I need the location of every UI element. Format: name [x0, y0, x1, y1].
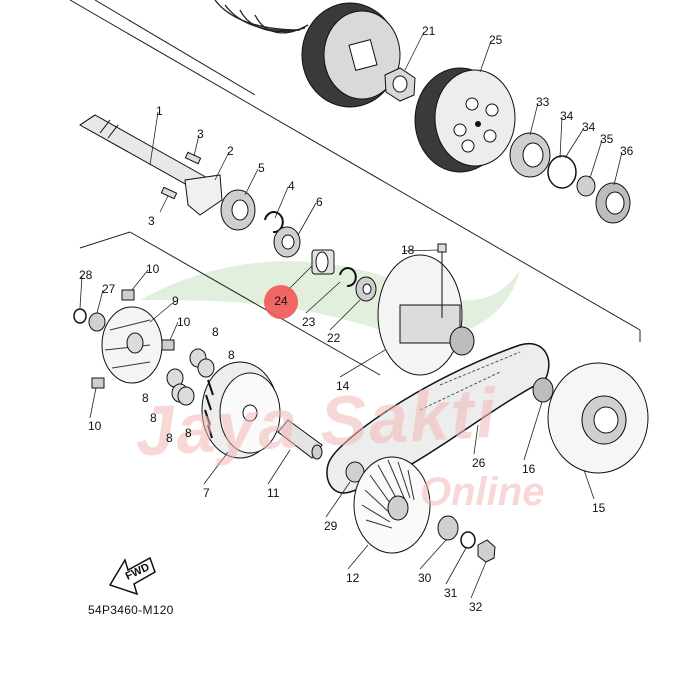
callout-26: 26 — [472, 456, 486, 470]
callout-23: 23 — [302, 315, 316, 329]
callout-3: 3 — [148, 214, 155, 228]
cam-plate-9 — [101, 306, 163, 384]
bearing-22 — [355, 276, 377, 302]
callout-3: 3 — [197, 127, 204, 141]
clutch-carrier — [301, 2, 401, 108]
callout-21: 21 — [422, 24, 436, 38]
callout-15: 15 — [592, 501, 606, 515]
oring-28 — [73, 308, 87, 324]
weight-rollers-8 — [166, 348, 215, 406]
callout-14: 14 — [336, 379, 350, 393]
callout-29: 29 — [324, 519, 338, 533]
slider-10 — [121, 289, 135, 301]
callout-8: 8 — [228, 348, 235, 362]
part-code: 54P3460-M120 — [88, 603, 174, 617]
callout-8: 8 — [142, 391, 149, 405]
plate-2 — [184, 174, 223, 216]
slider-10 — [161, 339, 175, 351]
nut-32 — [477, 539, 496, 563]
collar-11 — [277, 419, 323, 460]
callout-8: 8 — [212, 325, 219, 339]
fwd-arrow — [108, 556, 156, 596]
callout-27: 27 — [102, 282, 116, 296]
callout-6: 6 — [316, 195, 323, 209]
callout-1: 1 — [156, 104, 163, 118]
callout-22: 22 — [327, 331, 341, 345]
primary-fixed-sheave-12 — [353, 456, 431, 554]
callout-12: 12 — [346, 571, 360, 585]
circlip-23 — [339, 267, 357, 288]
slider-10 — [91, 377, 105, 389]
secondary-fixed-sheave-14 — [377, 243, 475, 376]
callout-9: 9 — [172, 294, 179, 308]
highlight-label: 24 — [274, 294, 288, 308]
callout-25: 25 — [489, 33, 503, 47]
bearing-33 — [509, 132, 551, 178]
callout-18: 18 — [401, 243, 415, 257]
callout-7: 7 — [203, 486, 210, 500]
primary-sliding-sheave-7 — [201, 361, 281, 459]
collar-27 — [88, 312, 106, 332]
nut-21 — [384, 67, 416, 102]
seal-36 — [595, 182, 631, 224]
callout-10: 10 — [88, 419, 102, 433]
callout-30: 30 — [418, 571, 432, 585]
frame-lines — [69, 0, 641, 376]
secondary-sliding-sheave-15 — [547, 362, 649, 474]
callout-28: 28 — [79, 268, 93, 282]
callout-8: 8 — [166, 431, 173, 445]
callout-32: 32 — [469, 600, 483, 614]
bearing-5 — [220, 189, 256, 231]
bearing-6 — [273, 226, 301, 258]
callout-16: 16 — [522, 462, 536, 476]
collar-24 — [311, 249, 335, 275]
seal-16 — [532, 377, 554, 403]
clutch-spring-assembly — [214, 0, 309, 34]
callout-11: 11 — [267, 486, 280, 500]
nut-35 — [576, 175, 596, 197]
callout-4: 4 — [288, 179, 295, 193]
clutch-housing-25 — [414, 67, 516, 173]
callout-2: 2 — [227, 144, 234, 158]
highlight-marker — [264, 285, 298, 319]
callout-31: 31 — [444, 586, 458, 600]
callout-8: 8 — [150, 411, 157, 425]
callout-34: 34 — [560, 109, 574, 123]
watermark-subtext: Online — [420, 470, 545, 514]
washer-34 — [547, 155, 577, 189]
callout-36: 36 — [620, 144, 634, 158]
callout-10: 10 — [146, 262, 160, 276]
callout-8: 8 — [185, 426, 192, 440]
callout-33: 33 — [536, 95, 550, 109]
callout-5: 5 — [258, 161, 265, 175]
callout-35: 35 — [600, 132, 614, 146]
callout-34: 34 — [582, 120, 596, 134]
leader-lines — [79, 31, 623, 599]
callout-10: 10 — [177, 315, 191, 329]
washer-30 — [437, 515, 459, 541]
washer-31 — [460, 531, 476, 549]
